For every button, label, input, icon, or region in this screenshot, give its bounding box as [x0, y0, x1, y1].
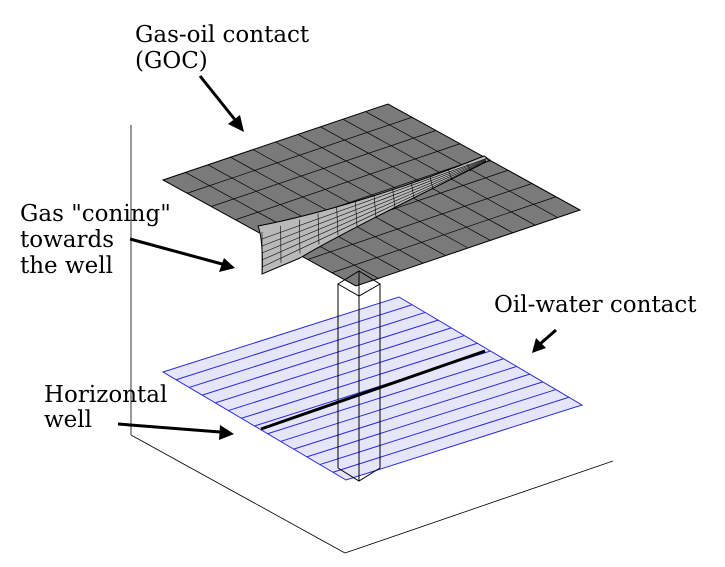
goc-label-line1: Gas-oil contact	[135, 22, 310, 48]
owc-label: Oil-water contact	[494, 292, 697, 318]
goc-grid	[185, 111, 558, 279]
coning-label-line3: the well	[20, 253, 113, 279]
goc-grid-line	[235, 143, 461, 221]
cone-mesh-line	[261, 160, 487, 261]
cone-mesh-line	[261, 159, 487, 247]
goc-grid-line	[331, 196, 557, 274]
cone-mesh-line	[485, 157, 491, 163]
horizontal-well	[260, 349, 486, 431]
well-label-line2: well	[44, 407, 92, 433]
owc-grid-line	[332, 396, 570, 473]
well-arrow	[117, 422, 234, 440]
owc-grid-line	[267, 358, 504, 435]
well-label-line1: Horizontal	[44, 382, 167, 408]
owc-grid-line	[188, 311, 426, 388]
coning-label-line2: towards	[20, 227, 114, 253]
oil-water-contact-plane	[161, 296, 584, 481]
cone-mesh-line	[261, 159, 487, 254]
cone-mesh	[261, 157, 491, 272]
goc-label-line2: (GOC)	[135, 48, 208, 74]
owc-grid-line	[228, 335, 465, 412]
owc-grid-line	[306, 381, 543, 458]
cone-mesh-line	[261, 161, 487, 268]
goc-arrow	[198, 75, 244, 132]
goc-grid-line	[211, 130, 437, 207]
gas-oil-contact-surface	[161, 103, 582, 287]
box-bottom	[337, 467, 381, 482]
owc-grid-line	[280, 365, 517, 442]
owc-grid-line	[293, 373, 530, 450]
goc-grid-line	[307, 183, 533, 260]
coning-arrow	[129, 237, 235, 272]
cone-mesh-line	[261, 158, 487, 240]
owc-arrow	[532, 328, 557, 353]
coning-label-line1: Gas "coning"	[20, 201, 171, 227]
goc-grid-line	[187, 116, 413, 194]
well-prism-box	[337, 270, 381, 482]
axes-frame	[130, 125, 614, 554]
owc-grid-line	[215, 327, 452, 404]
axis-right-floor	[344, 460, 614, 554]
axis-left-floor	[130, 434, 346, 554]
owc-grid-line	[202, 319, 439, 396]
owc-grid-line	[175, 304, 413, 381]
owc-grid	[175, 304, 570, 473]
